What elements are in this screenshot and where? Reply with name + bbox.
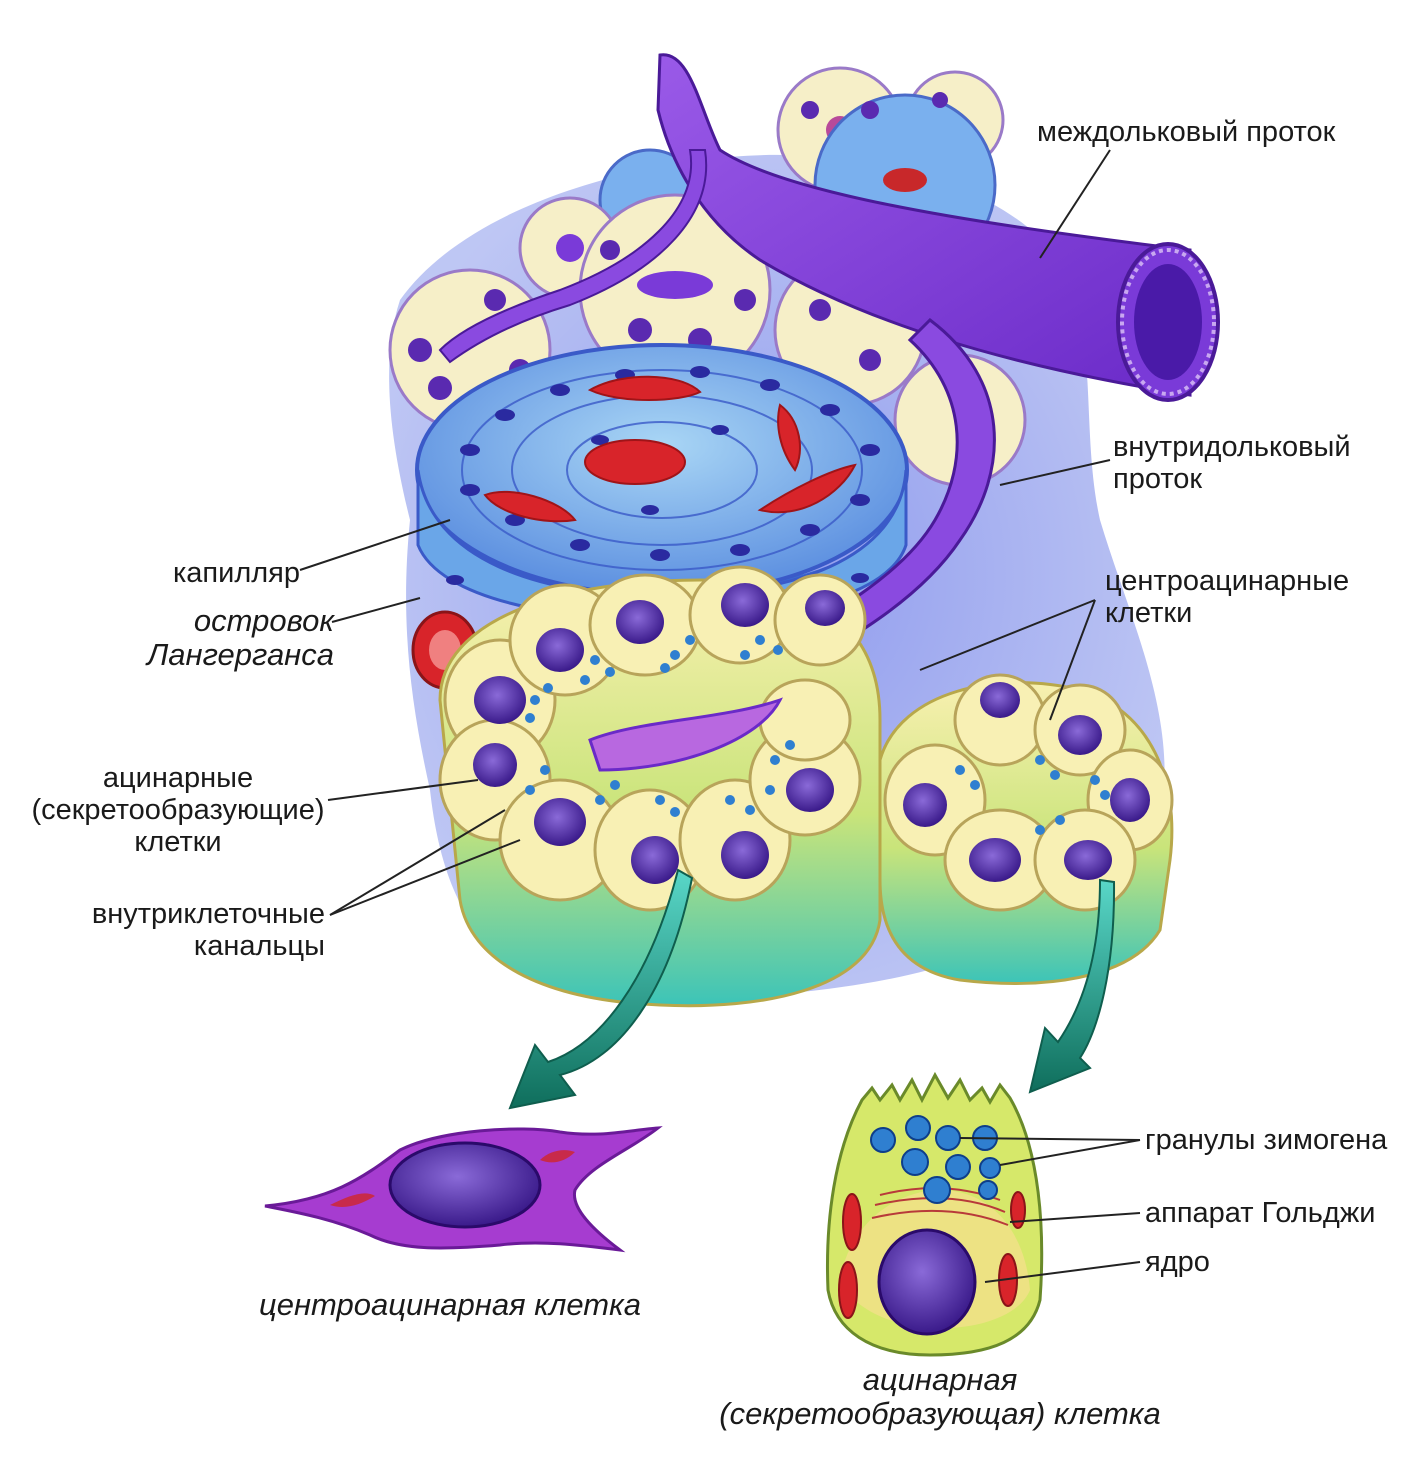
label-text: клетки — [134, 826, 222, 858]
acinar-cell-detail — [826, 1071, 1044, 1357]
label-text: ядро — [1145, 1246, 1210, 1278]
label-centroacinar-cells: центроацинарные клетки — [1105, 565, 1349, 629]
label-text: аппарат Гольджи — [1145, 1197, 1376, 1229]
caption-text: ацинарная — [862, 1362, 1018, 1397]
caption-acinar-cell: ацинарная (секретообразующая) клетка — [660, 1363, 1220, 1431]
label-text: островок — [193, 603, 334, 638]
label-text: проток — [1113, 463, 1203, 495]
label-interlobular-duct: междольковый проток — [1037, 116, 1335, 148]
label-intralobular-duct: внутридольковый проток — [1113, 431, 1351, 495]
centroacinar-cell-detail — [264, 1126, 663, 1253]
label-text: (секретообразующие) — [31, 794, 325, 826]
arrow-to-acinar — [1028, 878, 1116, 1094]
label-text: канальцы — [193, 930, 325, 962]
small-duct-left — [438, 149, 708, 364]
label-text: междольковый проток — [1037, 116, 1336, 148]
label-text: капилляр — [172, 557, 300, 589]
label-text: клетки — [1105, 597, 1193, 629]
label-capillary: капилляр — [173, 557, 300, 589]
leader-lines — [299, 149, 1141, 1283]
acinus-left — [438, 565, 882, 1008]
interlobular-duct — [656, 53, 1220, 402]
caption-centroacinar-cell: центроацинарная клетка — [200, 1288, 700, 1322]
label-islet: островок Лангерганса — [147, 604, 334, 672]
label-text: внутридольковый — [1113, 431, 1351, 463]
islet-of-langerhans — [415, 343, 909, 622]
label-text: внутриклеточные — [91, 898, 325, 930]
label-golgi: аппарат Гольджи — [1145, 1197, 1375, 1229]
label-text: Лангерганса — [147, 637, 334, 672]
label-text: ацинарные — [102, 762, 254, 794]
label-text: гранулы зимогена — [1145, 1124, 1388, 1156]
arrow-to-centroacinar — [508, 868, 694, 1110]
label-acinar-cells: ацинарные (секретообразующие) клетки — [18, 762, 338, 858]
label-zymogen-granules: гранулы зимогена — [1145, 1124, 1387, 1156]
label-intracellular-canaliculi: внутриклеточные канальцы — [92, 898, 325, 962]
label-nucleus: ядро — [1145, 1246, 1210, 1278]
acinus-right — [878, 673, 1174, 985]
caption-text: центроацинарная клетка — [259, 1287, 641, 1322]
label-text: центроацинарные — [1105, 565, 1350, 597]
caption-text: (секретообразующая) клетка — [719, 1396, 1161, 1431]
